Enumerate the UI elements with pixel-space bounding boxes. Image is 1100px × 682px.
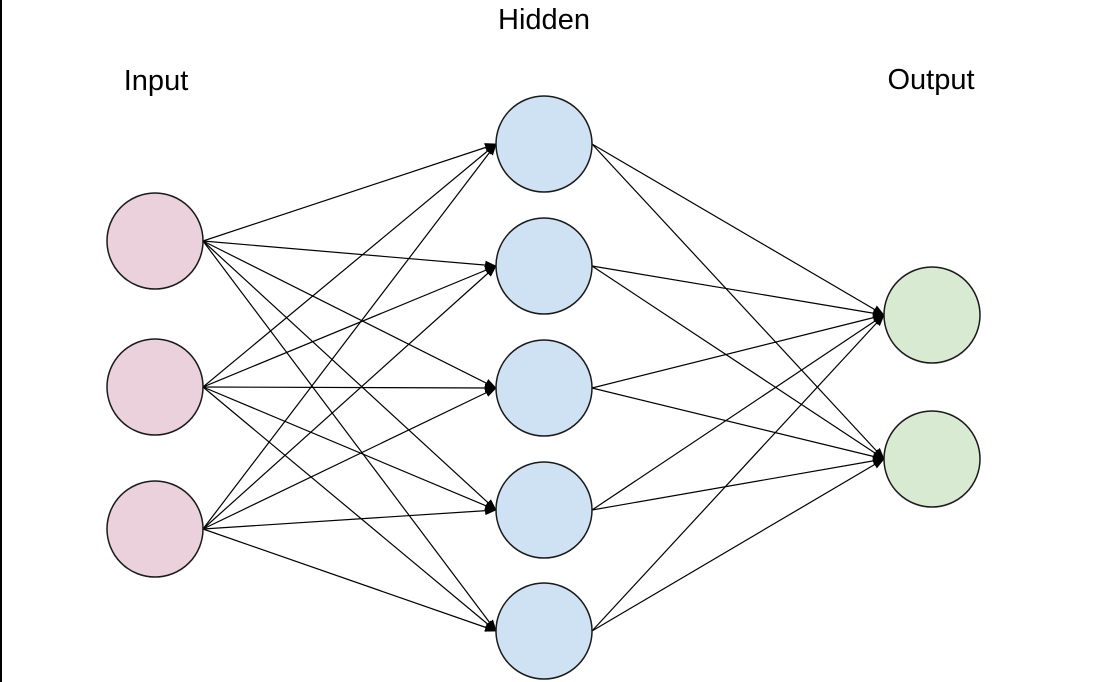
- edge-input3-to-hidden3: [202, 387, 497, 530]
- edge-hidden2-to-output1: [591, 265, 885, 318]
- edge-hidden1-to-output1: [591, 143, 885, 316]
- edge-input2-to-hidden4: [202, 386, 497, 511]
- edge-hidden4-to-output1: [591, 314, 885, 511]
- edge-input1-to-hidden5: [202, 240, 497, 632]
- input-node-3: [106, 480, 204, 578]
- edge-hidden5-to-output1: [591, 314, 885, 632]
- hidden-node-1: [495, 95, 593, 193]
- input-node-2: [106, 338, 204, 436]
- edge-input1-to-hidden4: [202, 240, 497, 511]
- edge-input2-to-hidden2: [202, 265, 497, 388]
- hidden-node-5: [495, 582, 593, 680]
- layer-label-hidden: Hidden: [498, 4, 590, 36]
- nodes-group: [106, 95, 981, 680]
- edge-input2-to-hidden3: [202, 383, 497, 393]
- output-node-2: [883, 410, 981, 508]
- edge-hidden2-to-output2: [591, 265, 885, 460]
- edge-input2-to-hidden5: [202, 386, 497, 632]
- edge-input3-to-hidden5: [202, 528, 497, 632]
- layer-label-input: Input: [123, 65, 189, 97]
- edge-hidden5-to-output2: [591, 458, 885, 632]
- hidden-node-2: [495, 217, 593, 315]
- edge-input1-to-hidden1: [202, 143, 497, 242]
- input-node-1: [106, 192, 204, 290]
- edge-hidden4-to-output2: [591, 456, 885, 511]
- output-node-1: [883, 266, 981, 364]
- edge-input3-to-hidden4: [202, 506, 497, 530]
- edge-input3-to-hidden2: [202, 265, 497, 530]
- hidden-node-4: [495, 461, 593, 559]
- layer-label-output: Output: [887, 64, 975, 96]
- edge-input1-to-hidden2: [202, 240, 497, 270]
- image-left-border: [0, 0, 2, 682]
- edges-group: [202, 143, 885, 632]
- edge-input2-to-hidden1: [202, 143, 497, 388]
- hidden-node-3: [495, 339, 593, 437]
- edge-input1-to-hidden3: [202, 240, 497, 389]
- edge-hidden3-to-output2: [591, 387, 885, 461]
- edge-input3-to-hidden1: [202, 143, 497, 530]
- edge-hidden3-to-output1: [591, 313, 885, 389]
- edge-hidden1-to-output2: [591, 143, 885, 460]
